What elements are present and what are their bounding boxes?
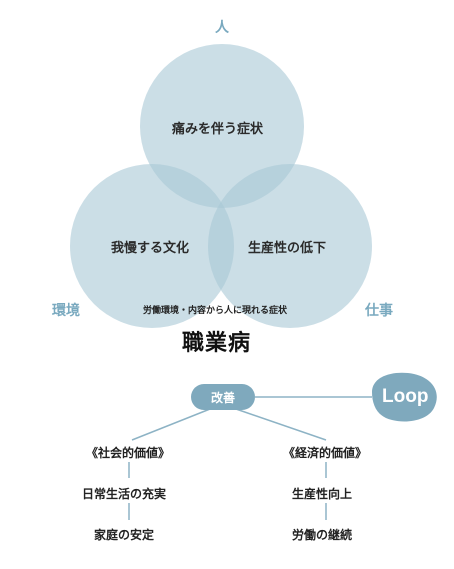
connector-pill-social (131, 408, 211, 441)
loop-logo-text: Loop (382, 386, 429, 407)
social-value-heading: 《社会的価値》 (86, 446, 171, 460)
social-value-item: 日常生活の充実 (82, 487, 167, 501)
circle-left-text: 我慢する文化 (111, 241, 190, 256)
economic-value-item: 生産性向上 (292, 487, 353, 501)
page-title: 職業病 (182, 331, 252, 356)
venn-label-environment: 環境 (52, 303, 80, 319)
circle-top (140, 44, 304, 208)
economic-value-heading: 《経済的価値》 (283, 446, 368, 460)
improvement-pill: 改善 (191, 384, 255, 410)
circle-right (208, 164, 372, 328)
venn-caption: 労働環境・内容から人に現れる症状 (143, 306, 288, 316)
connector-pill-economic (235, 408, 327, 441)
circle-right-text: 生産性の低下 (248, 241, 327, 256)
venn-label-work: 仕事 (365, 303, 393, 319)
improvement-label: 改善 (210, 390, 235, 405)
economic-value-item: 労働の継続 (292, 528, 353, 542)
circle-left (70, 164, 234, 328)
loop-logo (372, 372, 437, 422)
social-value-item: 家庭の安定 (94, 528, 155, 542)
circle-top-text: 痛みを伴う症状 (172, 122, 264, 137)
venn-label-person: 人 (215, 20, 229, 36)
